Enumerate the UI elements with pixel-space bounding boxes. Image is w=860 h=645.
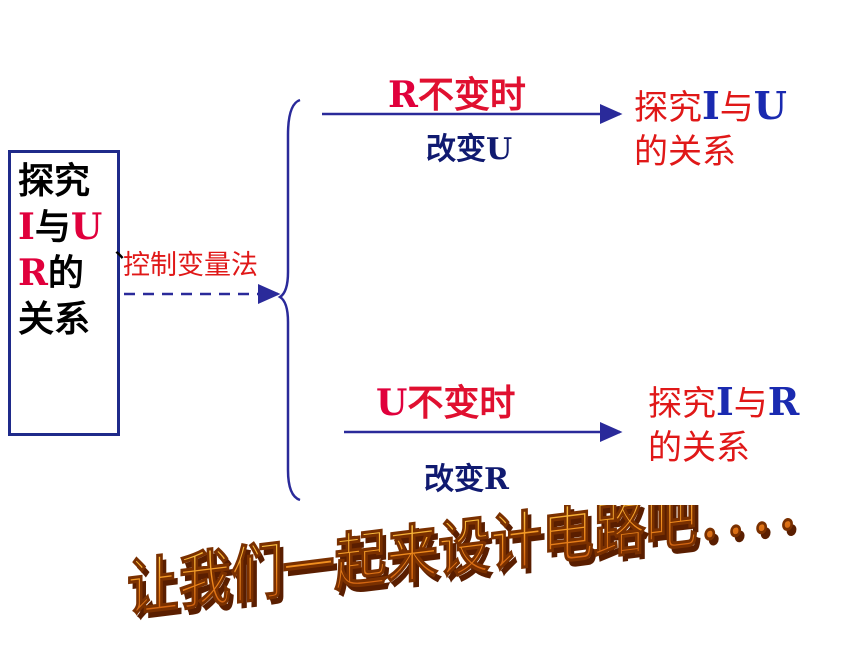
banner-wordart: 让我们一起来设计电路吧．．．． 让我们一起来设计电路吧．．．．	[126, 505, 831, 625]
bottom-result-line-2: 的关系	[648, 428, 750, 468]
topic-line-4: 关系	[18, 298, 91, 340]
topic-line-1: 探究	[18, 160, 91, 202]
bottom-result-line-1: 探究I与R	[648, 379, 800, 425]
top-result-line-1: 探究I与U	[634, 83, 787, 129]
bottom-condition: U不变时	[376, 382, 516, 424]
method-label: 控制变量法	[123, 250, 258, 281]
topic-line-2: I与U	[18, 206, 103, 248]
brace	[277, 98, 301, 502]
top-result-line-2: 的关系	[634, 132, 736, 172]
topic-box	[8, 150, 120, 436]
topic-box-text: 探究 I与U R的 关系	[18, 158, 102, 342]
top-condition: R不变时	[388, 74, 526, 116]
top-change: 改变U	[426, 132, 513, 167]
bottom-change: 改变R	[424, 462, 509, 497]
bottom-result: 探究I与R 的关系	[648, 380, 799, 470]
top-result: 探究I与U 的关系	[634, 84, 787, 174]
separator-mark: 、	[114, 231, 143, 264]
banner-text: 让我们一起来设计电路吧．．．．	[127, 505, 827, 625]
topic-line-3: R的	[18, 252, 84, 294]
